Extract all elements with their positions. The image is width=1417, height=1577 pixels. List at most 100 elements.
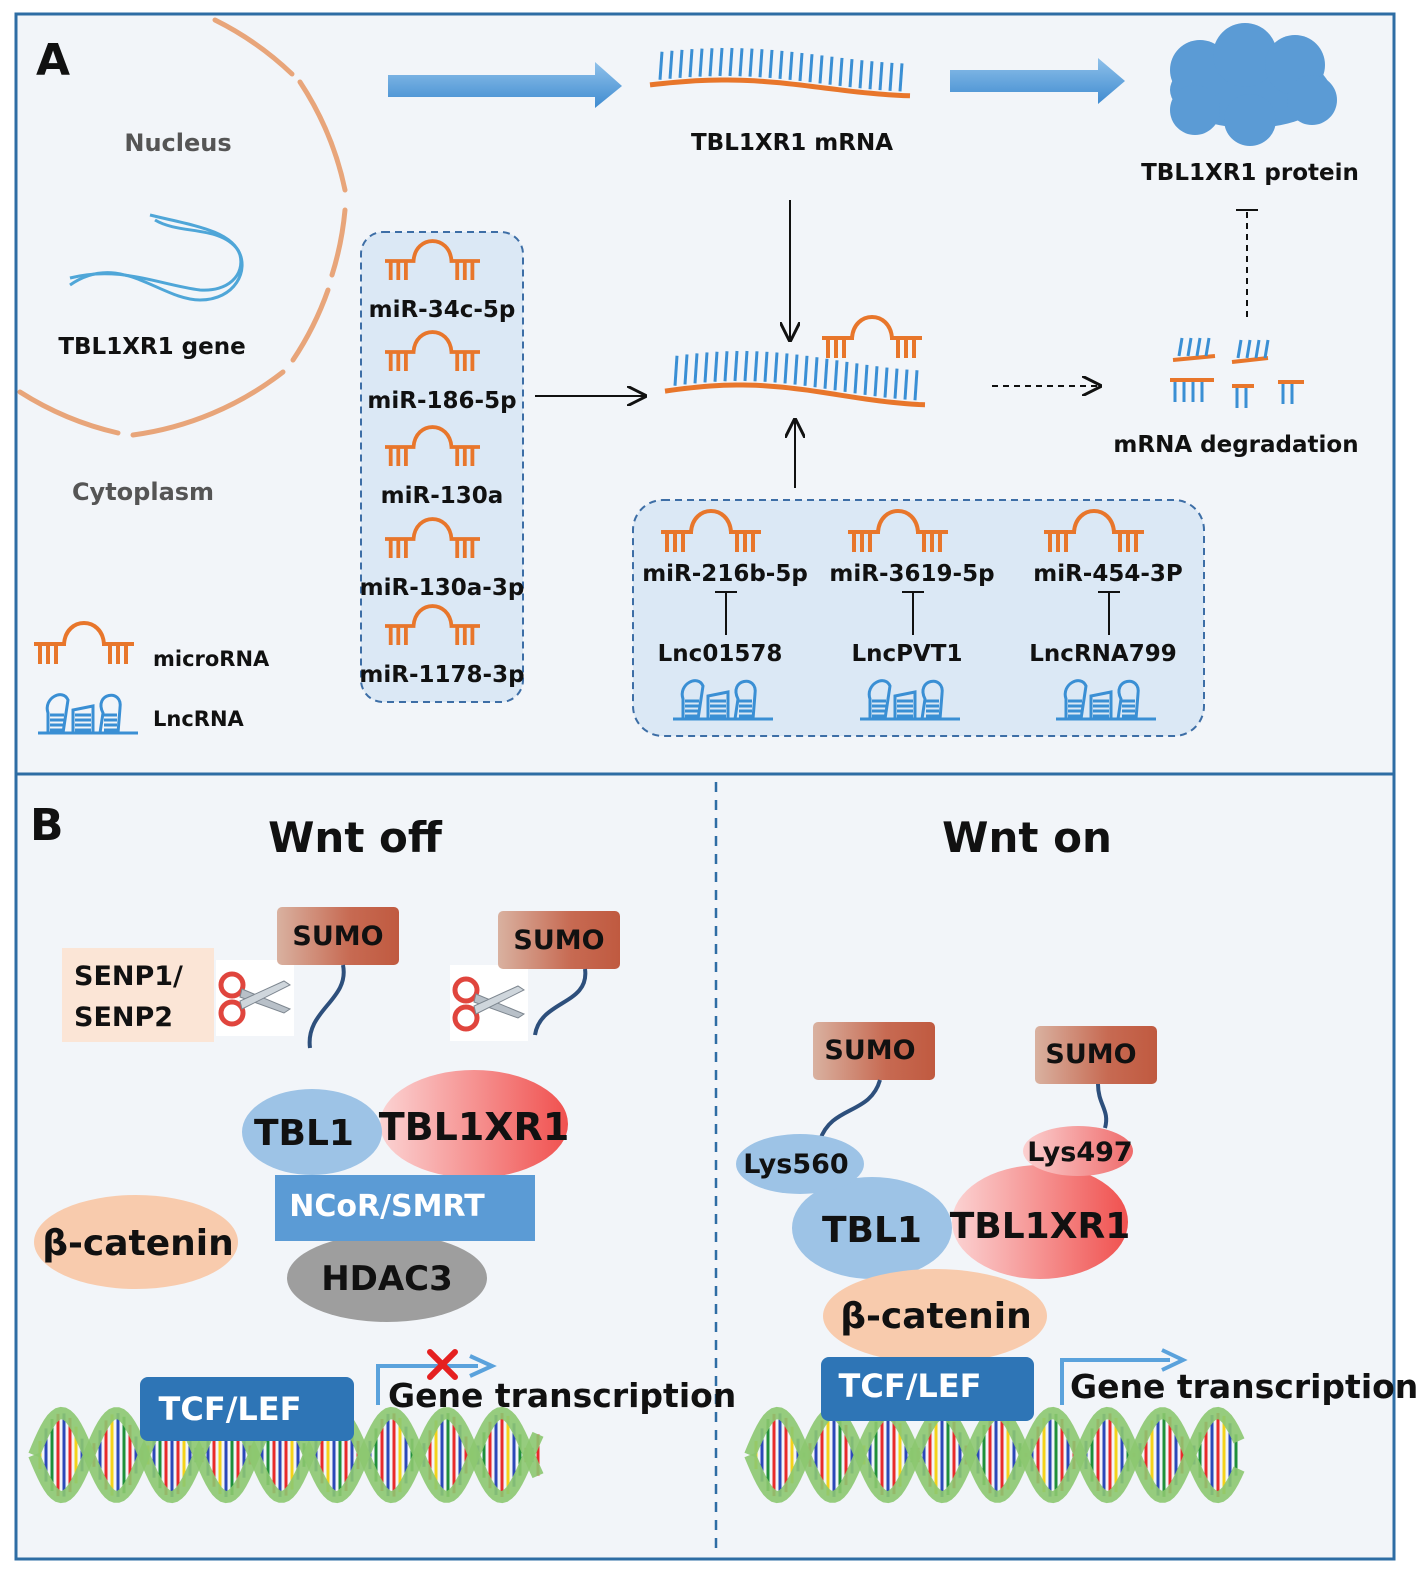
protein-cloud-icon	[1170, 23, 1337, 146]
mrna-label: TBL1XR1 mRNA	[691, 130, 893, 156]
panel-b-letter: B	[30, 800, 64, 851]
sumo-label: SUMO	[824, 1035, 915, 1066]
protein-inhibition-line	[1236, 209, 1258, 320]
wnt-off-title: Wnt off	[268, 813, 443, 862]
tbl1xr1-protein	[952, 1165, 1128, 1279]
lnc-mirna-label: miR-454-3P	[1033, 561, 1183, 587]
lnc-sponge-box	[632, 499, 1205, 737]
tbl1-label: TBL1	[254, 1113, 354, 1154]
sumo-box	[1035, 1026, 1157, 1084]
microrna-icon	[1044, 509, 1144, 552]
ncor-smrt-box	[275, 1175, 535, 1241]
transcription-arrowhead	[1161, 1348, 1188, 1372]
nucleus-label: Nucleus	[124, 129, 231, 157]
mrna-icon	[649, 47, 911, 99]
transcription-start-arrow	[1060, 1358, 1170, 1405]
degraded-mrna-icon	[1170, 337, 1304, 408]
tcf-lef-box	[821, 1357, 1034, 1421]
mirna-label: miR-34c-5p	[369, 297, 516, 323]
microrna-icon	[34, 621, 134, 664]
sumo-box	[277, 907, 399, 965]
lncrna-label: Lnc01578	[658, 641, 783, 667]
lncrna-legend-icon	[38, 693, 138, 735]
tbl1xr1-protein	[380, 1070, 568, 1178]
microrna-icon	[385, 239, 481, 281]
beta-catenin-label: β-catenin	[42, 1223, 234, 1264]
blocked-x-icon	[427, 1349, 458, 1380]
scissors-icon	[216, 960, 294, 1036]
senp-line2: SENP2	[74, 1002, 173, 1033]
beta-catenin-label: β-catenin	[840, 1296, 1032, 1337]
tbl1-protein	[792, 1177, 952, 1279]
sumo-label: SUMO	[292, 921, 383, 952]
senp-box	[62, 948, 214, 1042]
microrna-icon	[822, 315, 922, 358]
microrna-icon	[848, 509, 948, 552]
lncrna-icon	[38, 693, 138, 735]
lncrna-icon	[860, 679, 960, 721]
microrna-legend-icon	[34, 621, 134, 664]
tbl1-label: TBL1	[822, 1210, 922, 1251]
tcf-lef-label: TCF/LEF	[839, 1367, 982, 1405]
lys497-site	[1023, 1126, 1133, 1176]
sumo-linker	[533, 968, 588, 1036]
lys560-site	[736, 1134, 864, 1194]
lys497-label: Lys497	[1027, 1137, 1132, 1168]
sumo-linker	[818, 1079, 882, 1141]
hdac3-protein	[287, 1234, 487, 1322]
inhibition-bar	[715, 591, 737, 635]
inhibition-bar	[902, 591, 924, 635]
beta-catenin-protein	[823, 1269, 1047, 1363]
mirna-mrna-complex	[664, 315, 926, 408]
lncrna-label: LncRNA799	[1029, 641, 1176, 667]
panel-a-letter: A	[36, 35, 70, 86]
sumo-linker	[1096, 1083, 1109, 1129]
dna-gene-icon	[69, 213, 244, 302]
microrna-icon	[385, 425, 481, 467]
beta-catenin-protein	[34, 1195, 238, 1289]
lncrna-icon	[673, 679, 773, 721]
lncrna-label: LncPVT1	[851, 641, 962, 667]
tbl1xr1-label: TBL1XR1	[379, 1105, 570, 1149]
lncrna-icon	[1056, 679, 1156, 721]
tbl1-protein	[242, 1089, 382, 1175]
legend-lncrna-label: LncRNA	[153, 707, 245, 731]
transcription-arrow	[388, 62, 622, 108]
sumo-linker	[307, 964, 346, 1049]
scissors-icon	[450, 965, 528, 1041]
tbl1xr1-label: TBL1XR1	[950, 1206, 1131, 1247]
lys560-label: Lys560	[743, 1149, 848, 1180]
inhibition-bar	[1098, 591, 1120, 635]
mirna-label: miR-1178-3p	[359, 662, 524, 688]
tcf-lef-label: TCF/LEF	[159, 1390, 302, 1428]
wnt-on-title: Wnt on	[942, 813, 1112, 862]
mirna-label: miR-130a-3p	[360, 575, 525, 601]
mirna-list-box	[360, 231, 524, 703]
gene-label: TBL1XR1 gene	[58, 334, 245, 360]
lnc-mirna-label: miR-3619-5p	[829, 561, 994, 587]
nucleus-membrane	[17, 17, 348, 438]
degradation-label: mRNA degradation	[1113, 432, 1358, 458]
microrna-icon	[385, 604, 481, 646]
protein-label: TBL1XR1 protein	[1141, 160, 1359, 186]
legend: microRNA LncRNA	[34, 621, 270, 735]
mirna-label: miR-186-5p	[367, 388, 516, 414]
senp-line1: SENP1/	[74, 961, 183, 992]
mirna-label: miR-130a	[381, 483, 504, 509]
sumo-label: SUMO	[1045, 1039, 1136, 1070]
microrna-icon	[385, 330, 481, 372]
sumo-box	[813, 1022, 935, 1080]
gene-transcription-label: Gene transcription	[388, 1376, 736, 1415]
lnc-mirna-label: miR-216b-5p	[642, 561, 808, 587]
ncor-smrt-label: NCoR/SMRT	[289, 1189, 485, 1224]
hdac3-label: HDAC3	[321, 1259, 453, 1299]
sumo-box	[498, 911, 620, 969]
gene-transcription-label: Gene transcription	[1070, 1367, 1417, 1406]
legend-microrna-label: microRNA	[153, 647, 270, 671]
tcf-lef-box	[140, 1377, 354, 1441]
transcription-arrowhead	[469, 1354, 497, 1378]
cytoplasm-label: Cytoplasm	[72, 478, 214, 506]
sumo-label: SUMO	[513, 925, 604, 956]
